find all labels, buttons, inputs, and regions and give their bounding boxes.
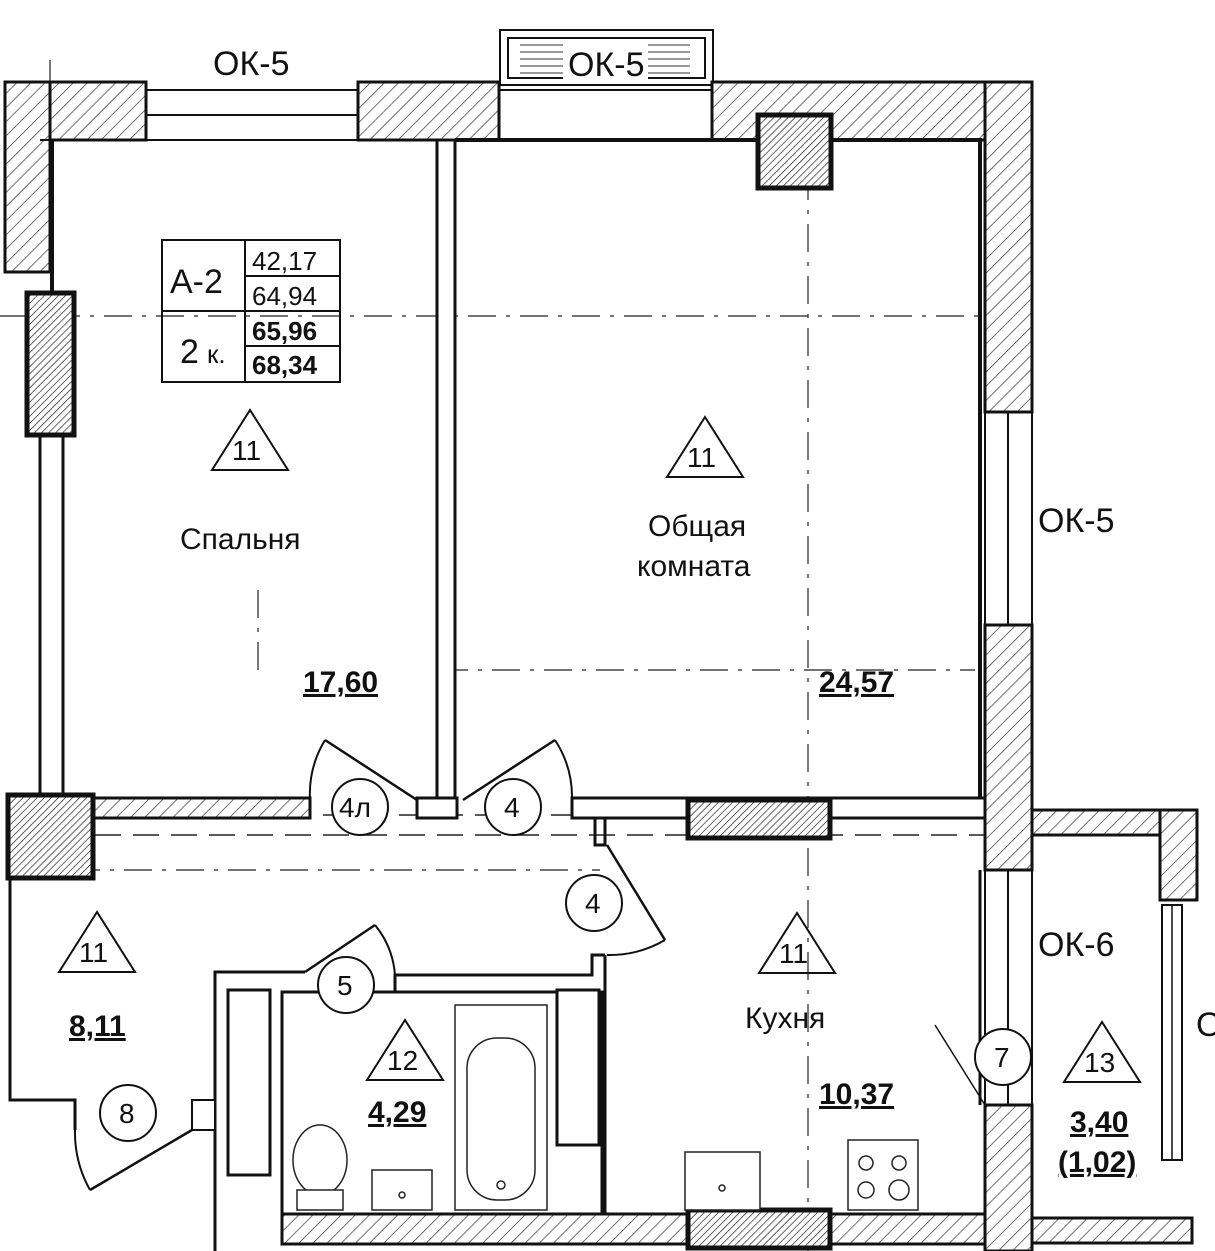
apartment-rooms-suffix: к. (207, 339, 226, 369)
door-swings (73, 738, 986, 1192)
door-mark-7: 7 (994, 1042, 1010, 1073)
door-mark-4l: 4л (339, 792, 371, 823)
bedroom-name: Спальня (180, 523, 301, 556)
door-mark-4-living: 4 (504, 792, 520, 823)
room-areas: 17,60 24,57 8,11 4,29 10,37 3,40 (1,02) (69, 666, 1136, 1179)
washbasin (371, 1169, 433, 1211)
bathroom-code: 12 (387, 1045, 418, 1076)
window-label-ok5-top: ОК-5 (568, 46, 644, 84)
area-total: 64,94 (252, 281, 317, 311)
apartment-rooms: 2 (180, 333, 199, 371)
balcony-code: 13 (1084, 1047, 1115, 1078)
door-markers: 4л 4 4 5 8 7 (99, 778, 1032, 1142)
apartment-type: А-2 (170, 263, 223, 301)
door-mark-4-kitchen: 4 (585, 888, 601, 919)
room-code-markers: 11 11 11 12 11 13 (57, 408, 1142, 1083)
kitchen-name: Кухня (745, 1002, 825, 1035)
axis-lines (0, 60, 985, 1251)
living-code: 11 (687, 442, 716, 473)
bathroom-area: 4,29 (368, 1096, 426, 1129)
area-gross: 68,34 (252, 350, 318, 380)
hall-code: 11 (79, 937, 108, 968)
hall-area: 8,11 (69, 1010, 126, 1043)
living-name-line2: комната (637, 550, 751, 583)
toilet (292, 1124, 348, 1211)
kitchen-code: 11 (779, 938, 808, 969)
walls (3, 80, 1199, 1251)
living-area: 24,57 (819, 666, 894, 699)
area-total-balcony: 65,96 (252, 316, 317, 346)
window-labels: ОК-5 ОК-5 ОК-5 ОК-6 О (213, 44, 1215, 1044)
door-mark-8: 8 (119, 1098, 135, 1129)
balcony-area-reduced: (1,02) (1058, 1146, 1136, 1179)
apartment-info-table: А-2 2 к. 42,17 64,94 65,96 68,34 (161, 239, 341, 383)
room-names: Спальня Общая комната Кухня (180, 510, 825, 1035)
area-living: 42,17 (252, 246, 317, 276)
window-label-ok6: ОК-6 (1038, 926, 1114, 964)
window-label-partial: О (1196, 1006, 1215, 1044)
window-label-ok5-left: ОК-5 (213, 45, 289, 83)
partitions (8, 138, 987, 1251)
door-mark-5: 5 (337, 970, 353, 1001)
bedroom-area: 17,60 (303, 666, 378, 699)
bathtub (454, 1004, 548, 1211)
living-name-line1: Общая (648, 510, 746, 543)
kitchen-area: 10,37 (819, 1078, 894, 1111)
window-label-ok5-right: ОК-5 (1038, 502, 1114, 540)
columns (5, 112, 834, 1251)
stove (847, 1139, 919, 1211)
balcony-area: 3,40 (1070, 1106, 1128, 1139)
kitchen-sink (684, 1151, 761, 1211)
bedroom-code: 11 (232, 435, 261, 466)
